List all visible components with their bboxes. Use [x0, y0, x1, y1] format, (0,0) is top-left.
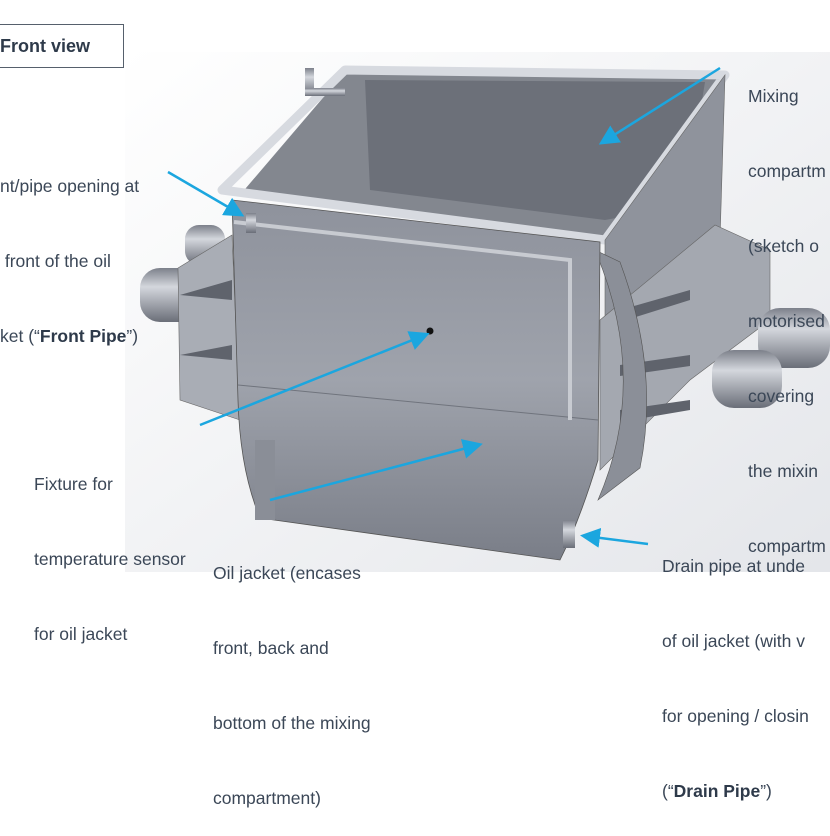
- front-pipe-arrow: [167, 170, 245, 217]
- oil-jacket-front: [231, 199, 601, 561]
- label-bold: Front Pipe: [39, 326, 127, 346]
- drain-pipe: [563, 520, 575, 548]
- label-line: the mixin: [748, 461, 819, 481]
- front-view-title: Front view: [0, 24, 124, 68]
- left-rib: [180, 280, 232, 300]
- label-line: for opening / closin: [662, 706, 809, 726]
- label-text: ”): [126, 326, 139, 346]
- sensor-fixture: [426, 327, 434, 335]
- label-line: covering: [748, 386, 815, 406]
- front-pipe-label: nt/pipe opening at front of the oil ket …: [0, 124, 165, 374]
- cad-render: [125, 52, 830, 572]
- label-line: for oil jacket: [34, 624, 128, 644]
- label-line: Mixing: [748, 86, 799, 106]
- mixing-compartment-interior: [365, 80, 705, 220]
- left-rib: [180, 345, 232, 360]
- label-line: bottom of the mixing: [213, 713, 371, 733]
- label-line: compartment): [213, 788, 321, 808]
- label-line: front of the oil: [0, 251, 111, 271]
- drain-pipe-label: Drain pipe at unde of oil jacket (with v…: [662, 504, 830, 829]
- label-line: compartm: [748, 536, 826, 556]
- label-text: (“: [662, 781, 674, 801]
- label-line: (sketch o: [748, 236, 819, 256]
- label-line: ket (“Front Pipe”): [0, 324, 165, 349]
- label-line: Oil jacket (encases: [213, 563, 361, 583]
- label-line: Drain pipe at unde: [662, 556, 806, 576]
- label-line: compartm: [748, 161, 826, 181]
- jacket-seam: [237, 384, 599, 421]
- left-end-plate: [177, 234, 241, 421]
- back-pipe: [305, 68, 314, 94]
- label-line: nt/pipe opening at: [0, 176, 140, 196]
- oil-jacket-label: Oil jacket (encases front, back and bott…: [213, 511, 403, 836]
- label-line: front, back and: [213, 638, 329, 658]
- right-rib: [620, 290, 690, 322]
- label-text: ”): [760, 781, 772, 801]
- label-text: ket (“: [0, 326, 40, 346]
- sensor-arrow: [199, 331, 430, 427]
- back-pipe-arm: [305, 88, 345, 96]
- label-line: (“Drain Pipe”): [662, 779, 830, 804]
- label-line: Fixture for: [34, 474, 113, 494]
- drain-arrow: [580, 527, 649, 548]
- oil-jacket-arrow: [269, 439, 483, 502]
- label-line: temperature sensor: [34, 549, 186, 569]
- mixing-arrow: [598, 66, 721, 145]
- right-lower-pipe: [712, 350, 782, 408]
- label-line: of oil jacket (with v: [662, 631, 805, 651]
- mixer-model: [140, 65, 830, 561]
- right-upper-pipe: [758, 308, 830, 368]
- sensor-label: Fixture for temperature sensor for oil j…: [34, 422, 204, 672]
- mixing-compartment-label: Mixing compartm (sketch o motorised cove…: [748, 34, 830, 584]
- label-line: motorised: [748, 311, 825, 331]
- label-bold: Drain Pipe: [673, 781, 761, 801]
- end-disc: [594, 249, 647, 501]
- jacket-edge: [233, 220, 572, 420]
- jacket-foot: [255, 440, 275, 520]
- front-pipe: [246, 213, 256, 233]
